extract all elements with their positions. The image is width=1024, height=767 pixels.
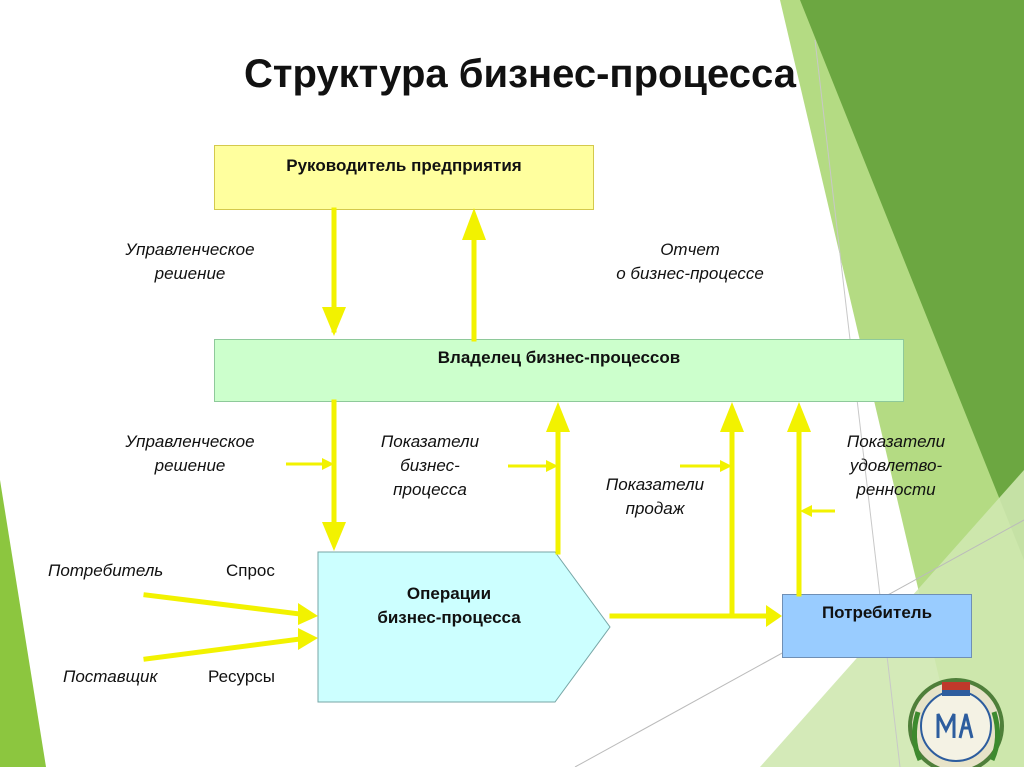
arrowhead-down (322, 307, 346, 336)
operations-label-line2: бизнес-процесса (318, 606, 580, 630)
resources-label: Ресурсы (208, 665, 275, 689)
decision-label-top-line2: решение (100, 262, 280, 286)
arrowhead-right (766, 605, 782, 627)
process-metrics-line2: бизнес- (360, 454, 500, 478)
report-label-line2: о бизнес-процессе (590, 262, 790, 286)
university-emblem-icon (900, 668, 1012, 767)
arrowhead-up (462, 208, 486, 240)
arrowhead-small-left (800, 505, 812, 517)
consumer-input-label: Потребитель (48, 559, 194, 583)
sales-metrics-label: Показатели продаж (585, 473, 725, 521)
satisfaction-metrics-line2: удовлетво- (826, 454, 966, 478)
decision-label-top: Управленческое решение (100, 238, 280, 286)
arrowhead-up (546, 402, 570, 432)
satisfaction-metrics-label: Показатели удовлетво- ренности (826, 430, 966, 502)
process-metrics-label: Показатели бизнес- процесса (360, 430, 500, 502)
report-label-line1: Отчет (590, 238, 790, 262)
sales-metrics-line2: продаж (585, 497, 725, 521)
demand-label: Спрос (226, 559, 275, 583)
demand-input-arrow (146, 595, 300, 614)
operations-label: Операции бизнес-процесса (318, 582, 580, 630)
arrowhead-up (720, 402, 744, 432)
arrowhead-up (787, 402, 811, 432)
operations-label-line1: Операции (318, 582, 580, 606)
supplier-label: Поставщик (63, 665, 193, 689)
decision-label-top-line1: Управленческое (100, 238, 280, 262)
arrowhead-down (322, 522, 346, 551)
decision-label-mid-line2: решение (100, 454, 280, 478)
process-metrics-line3: процесса (360, 478, 500, 502)
decision-label-mid: Управленческое решение (100, 430, 280, 478)
satisfaction-metrics-line3: ренности (826, 478, 966, 502)
report-label: Отчет о бизнес-процессе (590, 238, 790, 286)
resources-input-arrow (146, 639, 300, 659)
sales-metrics-line1: Показатели (585, 473, 725, 497)
decision-label-mid-line1: Управленческое (100, 430, 280, 454)
arrowhead-right (298, 628, 318, 650)
process-metrics-line1: Показатели (360, 430, 500, 454)
arrowhead-right (298, 603, 318, 625)
satisfaction-metrics-line1: Показатели (826, 430, 966, 454)
